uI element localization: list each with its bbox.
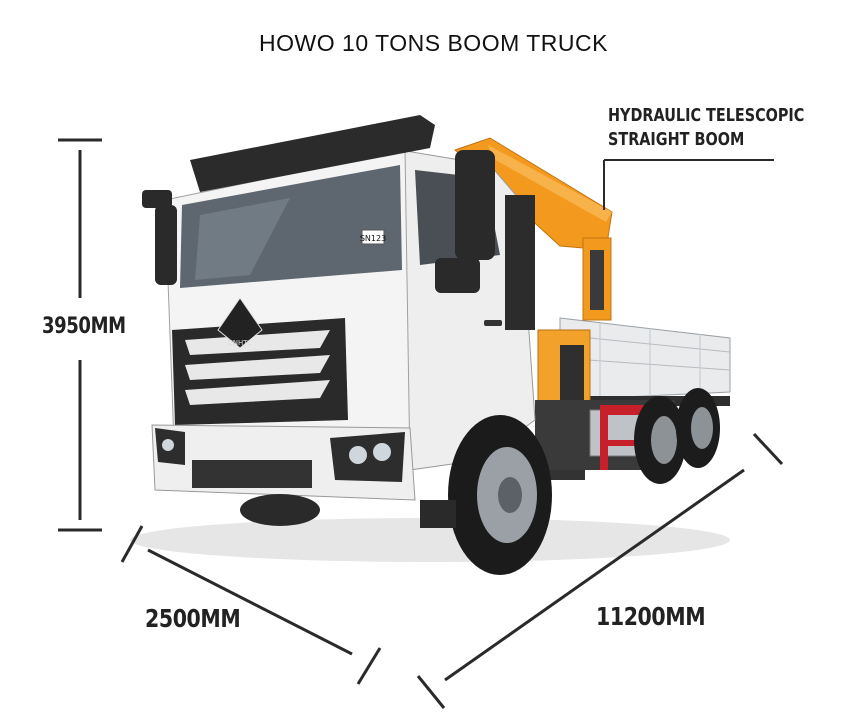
left-mirror (142, 190, 177, 285)
svg-text:SN123: SN123 (360, 234, 386, 243)
cnhtc-badge: CNHTC (217, 297, 263, 349)
rear-wheel-1 (634, 396, 686, 484)
left-headlight (155, 428, 185, 465)
length-dimension-line (416, 432, 784, 709)
page-title: HOWO 10 TONS BOOM TRUCK (259, 30, 608, 56)
height-dimension-line (58, 138, 102, 532)
roof-sun-visor (190, 115, 435, 192)
right-headlight (330, 432, 405, 482)
red-side-guard (600, 405, 660, 415)
front-grille (172, 318, 348, 425)
windshield-plate (361, 229, 385, 245)
rear-wheel-2 (676, 388, 720, 468)
width-dimension-line (120, 525, 382, 685)
callout-line-2: STRAIGHT BOOM (608, 129, 745, 150)
svg-text:CNHTC: CNHTC (228, 339, 252, 347)
right-mirror (435, 150, 495, 293)
front-axle-shadow (240, 494, 320, 526)
lower-grille (192, 460, 312, 488)
width-label: 2500MM (145, 604, 241, 633)
boom-callout: HYDRAULIC TELESCOPIC STRAIGHT BOOM (608, 104, 804, 152)
cab-rear-frame (505, 195, 535, 330)
callout-leader-line (603, 159, 774, 210)
ground-shadow (130, 518, 730, 562)
door-handle (484, 320, 502, 326)
length-label: 11200MM (596, 602, 706, 631)
front-wheel (448, 415, 552, 575)
callout-line-1: HYDRAULIC TELESCOPIC (608, 105, 805, 126)
cab-step (420, 500, 456, 528)
height-label: 3950MM (42, 314, 126, 339)
